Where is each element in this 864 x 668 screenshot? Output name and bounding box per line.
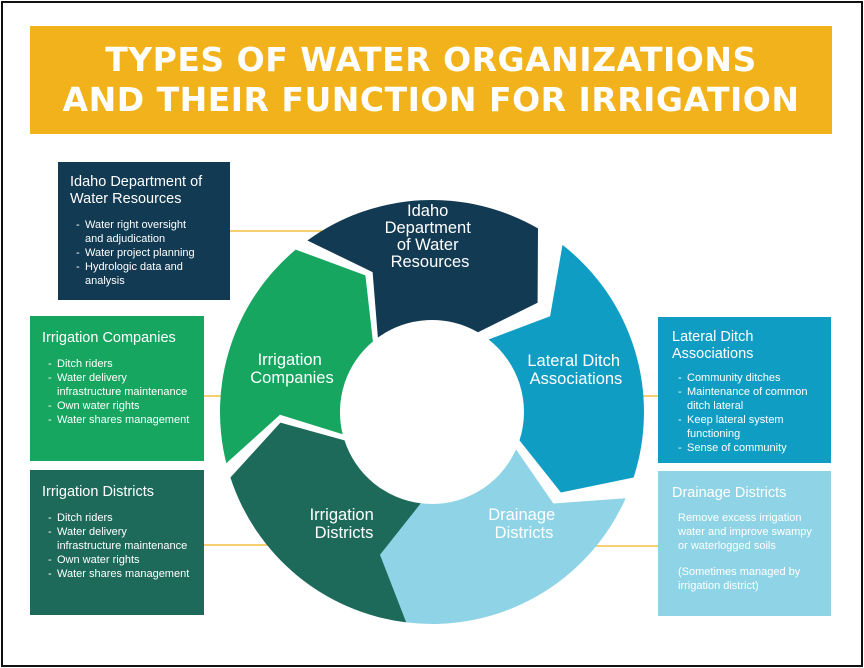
card-irrigation-companies: Irrigation Companies Ditch riders Water …	[30, 316, 204, 461]
card-idwr-item: Hydrologic data and	[76, 260, 220, 274]
card-idwr-list: Water right oversight and adjudication W…	[70, 218, 220, 288]
card-companies-item: Own water rights	[48, 399, 194, 413]
card-drainage-note: irrigation district)	[678, 580, 759, 592]
segment-label-lateral: Lateral Ditch Associations	[527, 352, 624, 388]
segment-drainage	[377, 449, 626, 624]
segment-idwr	[307, 200, 538, 338]
card-lateral-title-1: Lateral Ditch	[672, 329, 754, 345]
card-idwr-item: Water project planning	[76, 246, 220, 260]
card-lateral-item: Keep lateral system	[678, 413, 823, 427]
card-drainage-text: Remove excess irrigation	[678, 512, 802, 524]
card-drainage-note: (Sometimes managed by	[678, 566, 801, 578]
card-idwr-item: Water right oversight	[76, 218, 220, 232]
card-lateral-item: Maintenance of common	[678, 385, 823, 399]
card-districts-item: Ditch riders	[48, 511, 194, 525]
card-idwr-item: and adjudication	[85, 233, 166, 245]
card-districts-item: Water delivery	[48, 525, 194, 539]
card-drainage-text: or waterlogged soils	[678, 540, 776, 552]
card-idwr-item: analysis	[85, 275, 125, 287]
card-companies-item: Ditch riders	[48, 357, 194, 371]
title-banner: TYPES OF WATER ORGANIZATIONS AND THEIR F…	[30, 26, 832, 134]
card-lateral-item: Community ditches	[678, 371, 823, 385]
segment-label-idwr: Idaho Department of Water Resources	[385, 202, 476, 271]
title-line-1: TYPES OF WATER ORGANIZATIONS	[105, 40, 757, 79]
title-line-2: AND THEIR FUNCTION FOR IRRIGATION	[62, 80, 800, 119]
segment-label-drainage: Drainage Districts	[488, 506, 560, 542]
card-idwr-title-1: Idaho Department of	[70, 174, 203, 190]
cycle-segments	[219, 200, 644, 624]
card-districts-item: Water shares management	[48, 567, 194, 581]
card-districts-item: infrastructure maintenance	[57, 540, 188, 552]
card-idwr: Idaho Department of Water Resources Wate…	[58, 162, 230, 300]
segment-companies	[219, 249, 373, 464]
segment-label-districts: Irrigation Districts	[310, 506, 379, 542]
card-districts-title: Irrigation Districts	[42, 484, 154, 500]
card-drainage-text: water and improve swampy	[678, 526, 812, 538]
card-idwr-title-2: Water Resources	[70, 191, 182, 207]
card-companies-list: Ditch riders Water delivery infrastructu…	[42, 357, 194, 427]
card-drainage-title: Drainage Districts	[672, 485, 787, 501]
card-districts-item: Own water rights	[48, 553, 194, 567]
card-companies-item: Water shares management	[48, 413, 194, 427]
card-districts-list: Ditch riders Water delivery infrastructu…	[42, 511, 194, 581]
card-lateral-list: Community ditches Maintenance of common …	[672, 371, 823, 455]
card-companies-item: Water delivery	[48, 371, 194, 385]
segment-label-companies: Irrigation Companies	[250, 351, 333, 387]
card-lateral-title-2: Associations	[672, 346, 754, 362]
card-lateral-item: Sense of community	[678, 441, 823, 455]
card-lateral-item: ditch lateral	[687, 400, 744, 412]
segment-lateral	[488, 244, 644, 493]
card-lateral-item: functioning	[687, 428, 741, 440]
card-irrigation-districts: Irrigation Districts Ditch riders Water …	[30, 470, 204, 615]
card-companies-title: Irrigation Companies	[42, 330, 176, 346]
segment-districts	[230, 422, 421, 623]
card-companies-item: infrastructure maintenance	[57, 386, 188, 398]
card-drainage-districts: Drainage Districts Remove excess irrigat…	[658, 471, 831, 616]
card-lateral-ditch-associations: Lateral Ditch Associations Community dit…	[658, 317, 831, 463]
